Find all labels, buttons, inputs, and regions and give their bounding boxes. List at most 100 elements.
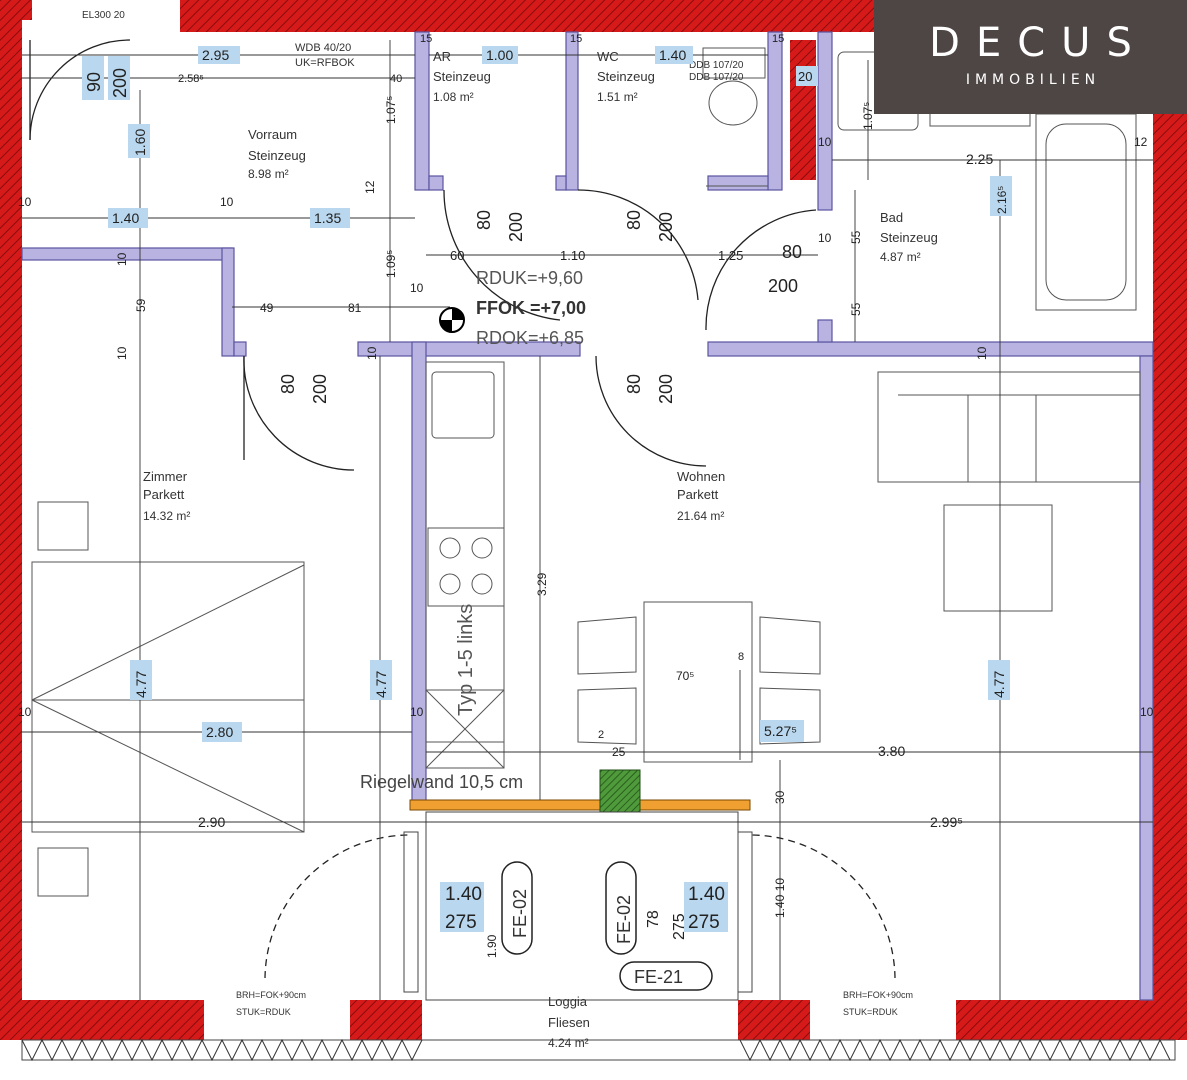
dim-1-07-b: 1.07⁵ xyxy=(861,102,875,130)
dim-1-60: 1.60 xyxy=(132,129,148,156)
dim-1-07-a: 1.07⁵ xyxy=(384,96,398,124)
dim-49: 49 xyxy=(260,301,274,315)
room-bad-name: Bad xyxy=(880,210,903,225)
note-fe02-b: FE-02 xyxy=(614,895,634,944)
dim-80-wohnen: 80 xyxy=(624,374,644,394)
dim-1-25: 1.25 xyxy=(718,248,743,263)
dim-90-door: 90 xyxy=(84,72,104,92)
dim-200-door: 200 xyxy=(110,68,130,98)
level-marker-icon xyxy=(439,307,465,333)
note-eladj: EL300 20 xyxy=(82,10,125,21)
room-vorraum-area: 8.98 m² xyxy=(248,167,289,181)
room-ar-name: AR xyxy=(433,49,451,64)
interior-walls xyxy=(21,31,1154,1001)
dim-12-v: 12 xyxy=(363,180,377,194)
note-ddb-2: DDB 107/20 xyxy=(689,72,744,83)
dim-55-b: 55 xyxy=(849,302,863,316)
dim-4-77-a: 4.77 xyxy=(133,671,149,698)
furniture xyxy=(31,47,1141,897)
room-vorraum-floor: Steinzeug xyxy=(248,148,306,163)
note-wdb-1: WDB 40/20 xyxy=(295,42,351,54)
level-rduk: RDUK=+9,60 xyxy=(476,268,583,288)
dim-1-00: 1.00 xyxy=(486,47,513,63)
room-wc-floor: Steinzeug xyxy=(597,69,655,84)
dim-55-a: 55 xyxy=(849,230,863,244)
room-bad-area: 4.87 m² xyxy=(880,250,921,264)
note-fe21: FE-21 xyxy=(634,967,683,987)
dim-2-95: 2.95 xyxy=(202,47,229,63)
dim-80-bad: 80 xyxy=(782,242,802,262)
logo-brand: DECUS xyxy=(929,20,1148,66)
dim-80-ar: 80 xyxy=(474,210,494,230)
room-wc-name: WC xyxy=(597,49,619,64)
room-zimmer-area: 14.32 m² xyxy=(143,509,190,523)
dim-2-80: 2.80 xyxy=(206,724,233,740)
note-brh-right-2: STUK=RDUK xyxy=(843,1007,898,1017)
room-loggia-floor: Fliesen xyxy=(548,1015,590,1030)
dim-275-left: 275 xyxy=(445,912,477,933)
dim-200-bad: 200 xyxy=(768,276,798,296)
dim-4-77-c: 4.77 xyxy=(991,671,1007,698)
dim-275-mid: 275 xyxy=(671,913,688,940)
dim-40: 40 xyxy=(390,73,402,85)
dim-3-80: 3.80 xyxy=(878,743,905,759)
dim-2-58: 2.58⁵ xyxy=(178,73,204,85)
dim-4-77-b: 4.77 xyxy=(373,671,389,698)
shaft-wall xyxy=(790,40,816,180)
loggia xyxy=(21,769,1176,1061)
decus-logo: DECUS IMMOBILIEN xyxy=(874,0,1187,114)
dim-3-29: 3.29 xyxy=(535,572,549,596)
dim-70: 70⁵ xyxy=(676,669,694,683)
dimension-lines xyxy=(22,40,1153,1000)
room-zimmer-floor: Parkett xyxy=(143,487,185,502)
dim-59: 59 xyxy=(134,298,148,312)
dim-80-zimmer: 80 xyxy=(278,374,298,394)
dim-15-c: 15 xyxy=(772,33,784,45)
dim-10-d: 10 xyxy=(410,705,424,719)
note-wdb-2: UK=RFBOK xyxy=(295,57,355,69)
dim-10-bad: 10 xyxy=(818,231,832,245)
note-fe02-a: FE-02 xyxy=(510,889,530,938)
dim-2: 2 xyxy=(598,729,604,741)
room-wc-area: 1.51 m² xyxy=(597,90,638,104)
dim-1-10: 1.10 xyxy=(560,248,585,263)
dim-10-h: 10 xyxy=(115,346,129,360)
dim-275-right: 275 xyxy=(688,912,720,933)
dim-2-99: 2.99⁵ xyxy=(930,814,963,830)
dim-20: 20 xyxy=(798,69,812,84)
dim-200-wc: 200 xyxy=(656,212,676,242)
railing-right xyxy=(739,1038,1171,1062)
room-ar-area: 1.08 m² xyxy=(433,90,474,104)
dim-2-90: 2.90 xyxy=(198,814,225,830)
note-typ: Typ 1-5 links xyxy=(455,604,477,716)
dim-8: 8 xyxy=(738,651,744,663)
dim-200-wohnen: 200 xyxy=(656,374,676,404)
note-riegelwand: Riegelwand 10,5 cm xyxy=(360,772,523,792)
dim-10-f: 10 xyxy=(818,135,832,149)
note-brh-left-2: STUK=RDUK xyxy=(236,1007,291,1017)
dim-1-90: 1.90 xyxy=(485,934,499,958)
room-wohnen-floor: Parkett xyxy=(677,487,719,502)
dim-1-40-left: 1.40 xyxy=(112,210,139,226)
dim-2-25: 2.25 xyxy=(966,151,993,167)
room-zimmer-name: Zimmer xyxy=(143,469,188,484)
dim-140-right: 1.40 xyxy=(688,884,725,905)
dim-1-40-top: 1.40 xyxy=(659,47,686,63)
logo-subtitle: IMMOBILIEN xyxy=(965,72,1101,88)
room-vorraum-name: Vorraum xyxy=(248,127,297,142)
dim-25: 25 xyxy=(612,745,626,759)
dim-10-g: 10 xyxy=(115,252,129,266)
dim-1-09: 1.09⁵ xyxy=(384,250,398,278)
dim-10-c: 10 xyxy=(18,705,32,719)
level-rdok: RDOK=+6,85 xyxy=(476,328,584,348)
dim-1-40-10: 1.40 10 xyxy=(773,878,787,918)
dim-60: 60 xyxy=(450,248,464,263)
dim-15-b: 15 xyxy=(570,33,582,45)
dim-10-e: 10 xyxy=(1140,705,1154,719)
dim-81: 81 xyxy=(348,301,362,315)
dim-5-27: 5.27⁵ xyxy=(764,723,797,739)
note-brh-left-1: BRH=FOK+90cm xyxy=(236,990,306,1000)
dim-10-b: 10 xyxy=(220,195,234,209)
dim-78: 78 xyxy=(645,910,662,928)
